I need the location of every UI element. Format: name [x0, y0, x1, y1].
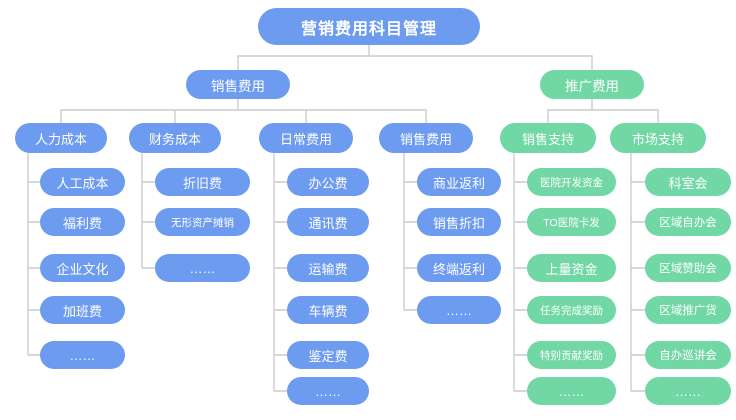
leaf-node: 上量资金 [527, 254, 616, 282]
leaf-node: 运输费 [287, 254, 369, 282]
leaf-node: 商业返利 [417, 168, 501, 196]
leaf-node: 区域赞助会 [645, 254, 731, 282]
leaf-node: 终端返利 [417, 254, 501, 282]
leaf-node: …… [645, 377, 731, 405]
leaf-node: 福利费 [40, 208, 125, 236]
group-node-sales-support: 销售支持 [500, 123, 596, 153]
branch-node-sales-expense: 销售费用 [186, 70, 290, 99]
leaf-node: 自办巡讲会 [645, 341, 731, 369]
leaf-node: 鉴定费 [287, 341, 369, 369]
leaf-node: 无形资产摊销 [155, 208, 250, 236]
leaf-node: 任务完成奖励 [527, 296, 616, 324]
group-node-daily-expense: 日常费用 [259, 123, 353, 153]
leaf-node: 折旧费 [155, 168, 250, 196]
leaf-node: 办公费 [287, 168, 369, 196]
branch-node-promotion-expense: 推广费用 [540, 70, 644, 99]
leaf-node: …… [417, 296, 501, 324]
group-node-finance-cost: 财务成本 [129, 123, 221, 153]
leaf-node: …… [40, 341, 125, 369]
leaf-node: …… [527, 377, 616, 405]
leaf-node: …… [155, 254, 250, 282]
leaf-node: 加班费 [40, 296, 125, 324]
leaf-node: 医院开发资金 [527, 168, 616, 196]
leaf-node: 人工成本 [40, 168, 125, 196]
leaf-node: 通讯费 [287, 208, 369, 236]
leaf-node: …… [287, 377, 369, 405]
leaf-node: 科室会 [645, 168, 731, 196]
group-node-sales-expense-sub: 销售费用 [379, 123, 473, 153]
leaf-node: 销售折扣 [417, 208, 501, 236]
leaf-node: 区域自办会 [645, 208, 731, 236]
leaf-node: 区域推广货 [645, 296, 731, 324]
group-node-hr-cost: 人力成本 [15, 123, 107, 153]
root-node: 营销费用科目管理 [258, 8, 480, 45]
leaf-node: 车辆费 [287, 296, 369, 324]
leaf-node: 企业文化 [40, 254, 125, 282]
leaf-node: TO医院卡发 [527, 208, 616, 236]
group-node-market-support: 市场支持 [610, 123, 706, 153]
leaf-node: 特别贡献奖励 [527, 341, 616, 369]
